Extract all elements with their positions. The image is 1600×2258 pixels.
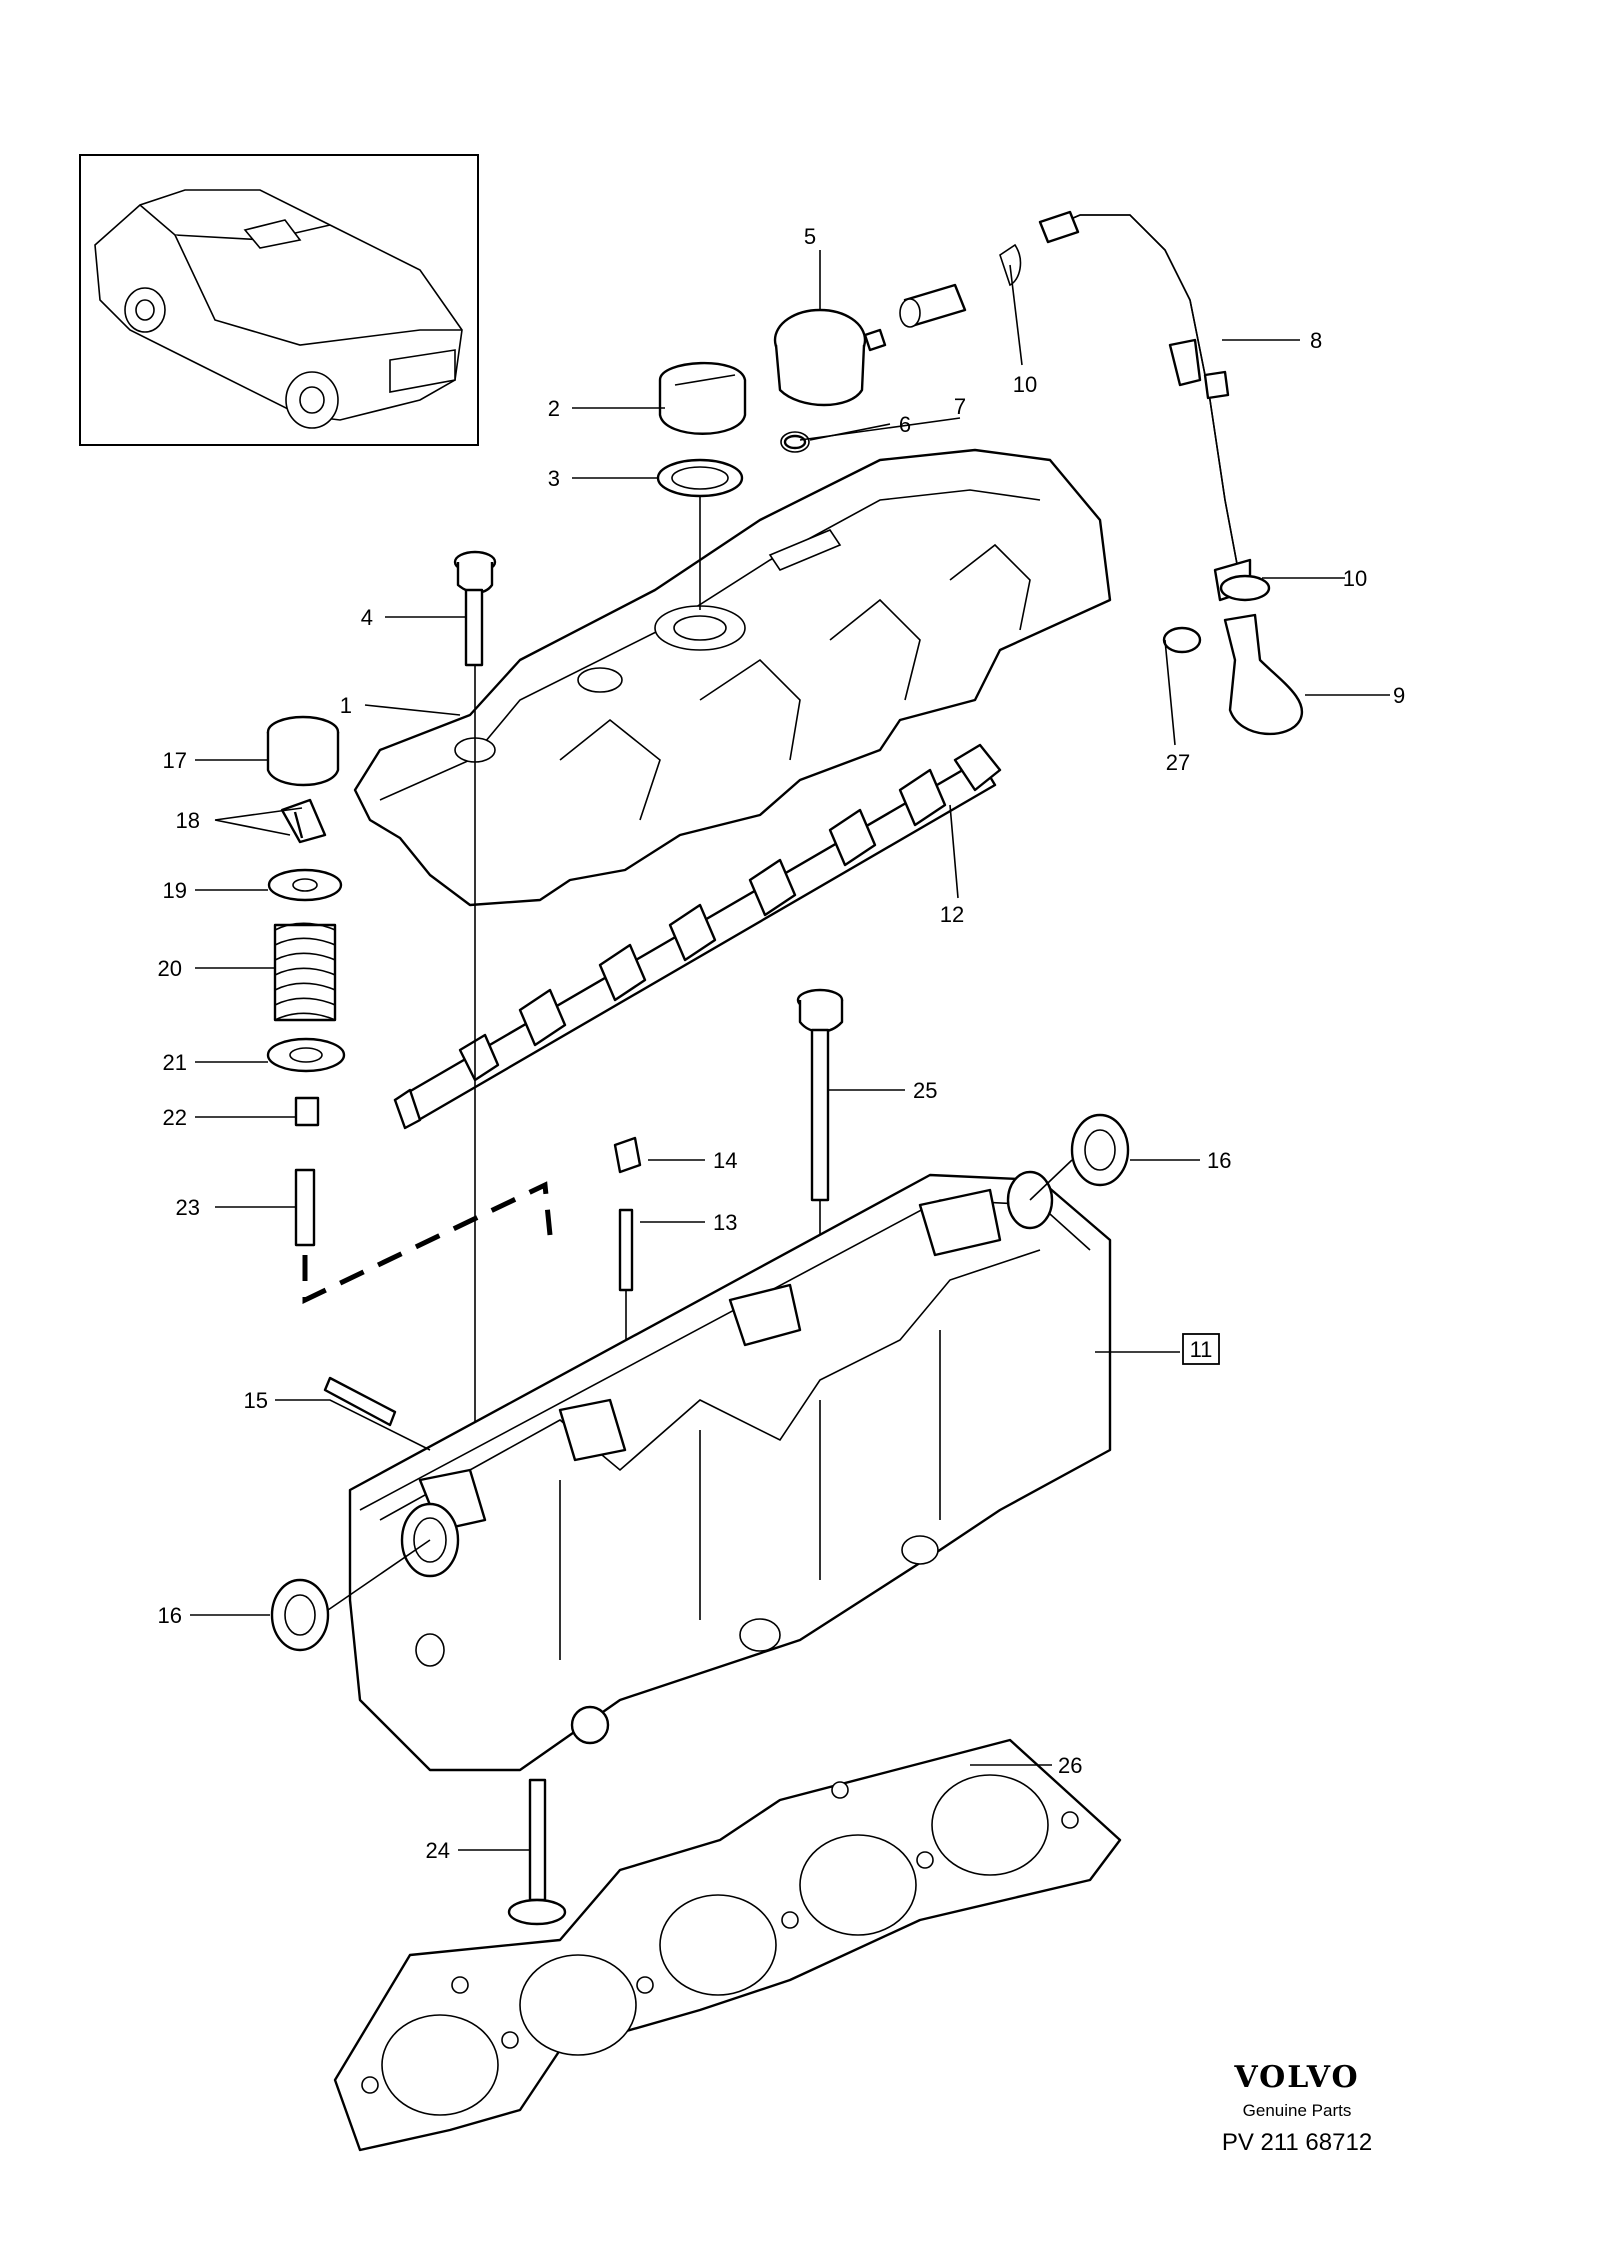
callout-21: 21 [163, 1050, 187, 1075]
callout-14: 14 [713, 1148, 737, 1173]
callout-12: 12 [940, 902, 964, 927]
head-gasket [333, 1738, 1122, 2152]
callout-16-left: 16 [158, 1603, 182, 1628]
volvo-logo-text: VOLVO [1233, 2060, 1359, 2095]
callout-8: 8 [1310, 328, 1322, 353]
callout-2: 2 [548, 396, 560, 421]
callout-10-upper: 10 [1013, 372, 1037, 397]
callout-15: 15 [244, 1388, 268, 1413]
callout-7: 7 [954, 394, 966, 419]
camshaft-seals [270, 1113, 1130, 1652]
callout-19: 19 [163, 878, 187, 903]
callout-10-lower: 10 [1343, 566, 1367, 591]
callout-6: 6 [899, 412, 911, 437]
callout-25: 25 [913, 1078, 937, 1103]
callout-labels: 1 2 3 4 5 6 7 8 9 10 10 11 12 13 14 15 1… [158, 224, 1406, 1863]
callout-20: 20 [158, 956, 182, 981]
callout-16-right: 16 [1207, 1148, 1231, 1173]
camshaft [393, 743, 1002, 1130]
callout-5: 5 [804, 224, 816, 249]
callout-17: 17 [163, 748, 187, 773]
callout-27: 27 [1166, 750, 1190, 775]
callout-26: 26 [1058, 1753, 1082, 1778]
brand-block: VOLVO Genuine Parts PV 211 68712 [1222, 2060, 1372, 2156]
valve-cover [353, 448, 1112, 907]
oil-filler-cap [656, 361, 747, 498]
valve-train-stack [266, 715, 553, 1304]
genuine-parts-label: Genuine Parts [1243, 2101, 1352, 2120]
callout-11-box [1182, 1333, 1220, 1365]
callout-13: 13 [713, 1210, 737, 1235]
car-inset [79, 154, 479, 446]
leader-lines [190, 250, 1390, 1851]
cylinder-head [348, 1170, 1112, 1772]
callout-9: 9 [1393, 683, 1405, 708]
callout-1: 1 [340, 693, 352, 718]
callout-18: 18 [176, 808, 200, 833]
reference-number: PV 211 68712 [1222, 2129, 1372, 2156]
callout-11: 11 [1190, 1337, 1213, 1362]
callout-4: 4 [361, 605, 373, 630]
callout-23: 23 [176, 1195, 200, 1220]
callout-22: 22 [163, 1105, 187, 1130]
callout-3: 3 [548, 466, 560, 491]
fasteners [323, 550, 844, 1926]
callout-24: 24 [426, 1838, 450, 1863]
